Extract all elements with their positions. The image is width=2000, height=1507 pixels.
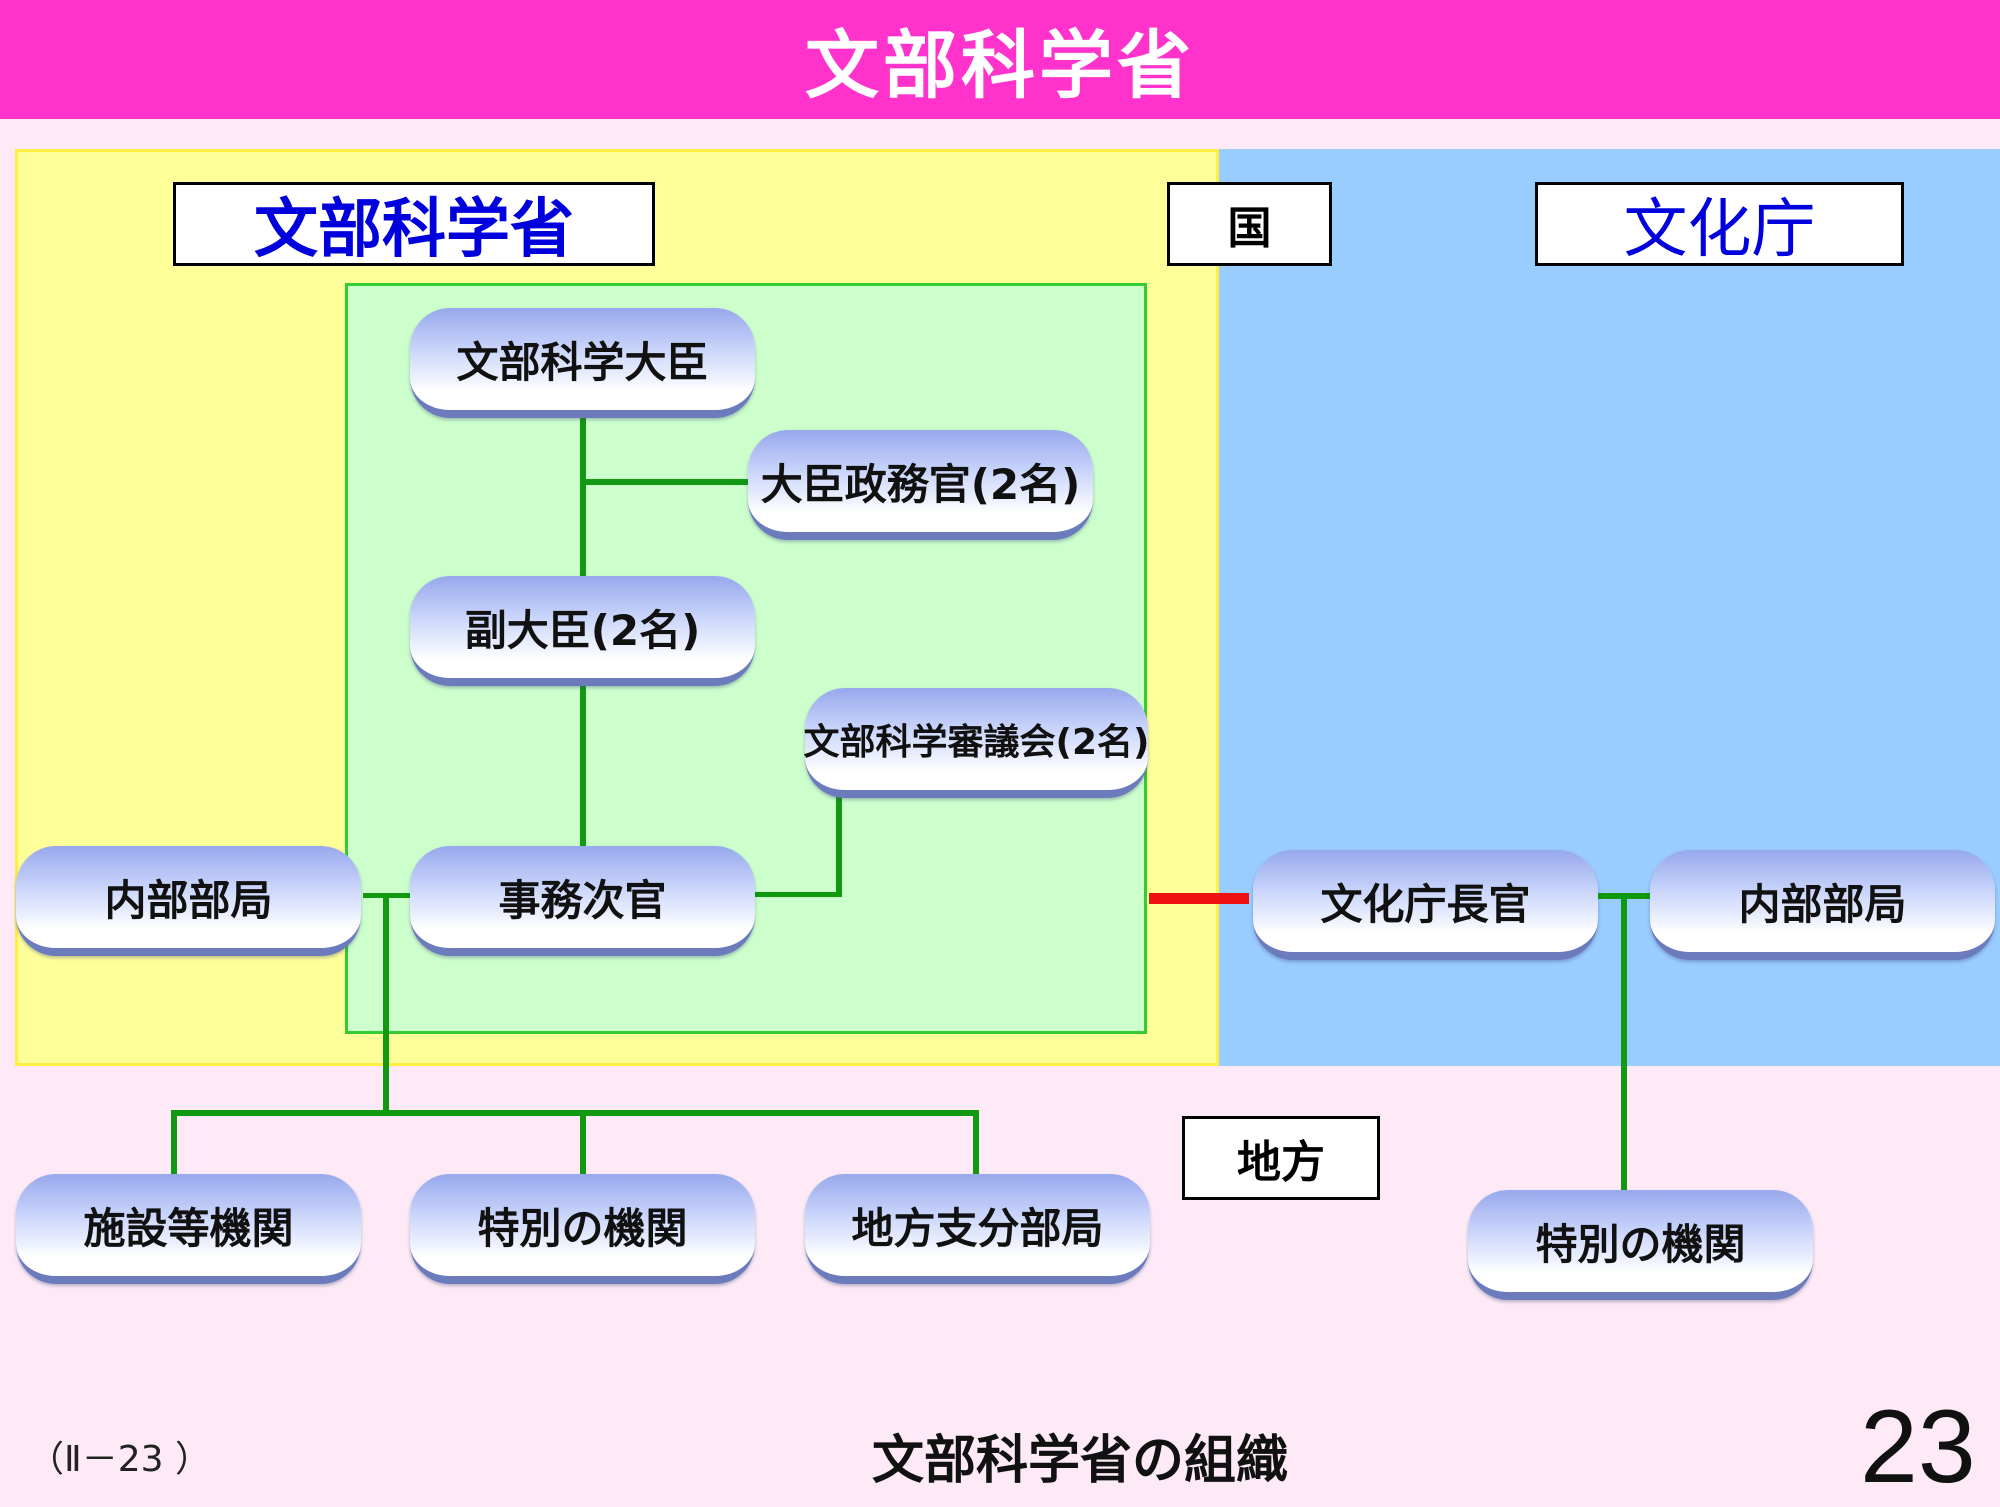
- agency-link: [1149, 893, 1249, 904]
- agency-internal-bureaus-node: 内部部局: [1650, 850, 1995, 960]
- header-bar: 文部科学省: [0, 0, 2000, 119]
- ministry-label: 文部科学省: [173, 182, 655, 267]
- facilities-node: 施設等機関: [16, 1174, 361, 1284]
- connector-council-h: [755, 892, 840, 897]
- special-organs-node: 特別の機関: [410, 1174, 755, 1284]
- connector-bottom-h: [171, 1110, 979, 1116]
- slide-code: （Ⅱ－23 ）: [28, 1439, 211, 1480]
- connector-minister-vice: [580, 410, 586, 576]
- ministry-internal-bureaus-node: 内部部局: [16, 846, 361, 956]
- parliamentary-vice-ministers-node: 大臣政務官(2名): [748, 430, 1093, 540]
- regional-label: 地方: [1182, 1116, 1380, 1200]
- page-number: 23: [1860, 1389, 1976, 1505]
- agency-special-organs-node: 特別の機関: [1468, 1190, 1813, 1300]
- national-label: 国: [1167, 182, 1332, 266]
- agency-label: 文化庁: [1535, 182, 1904, 267]
- minister-node: 文部科学大臣: [410, 308, 755, 418]
- connector-regional: [973, 1110, 979, 1174]
- connector-agency-special: [1621, 893, 1627, 1193]
- vice-minister-node: 事務次官: [410, 846, 755, 956]
- connector-council-v: [836, 793, 842, 897]
- council-node: 文部科学審議会(2名): [804, 688, 1149, 798]
- page-title: 文部科学省: [805, 23, 1195, 109]
- connector-special: [580, 1110, 586, 1174]
- connector-facilities: [171, 1110, 177, 1174]
- regional-branch-bureaus-node: 地方支分部局: [805, 1174, 1150, 1284]
- connector-trunk: [383, 893, 389, 1113]
- connector-vice-jimu: [580, 683, 586, 846]
- slide-caption: 文部科学省の組織: [871, 1431, 1288, 1491]
- agency-commissioner-node: 文化庁長官: [1253, 850, 1598, 960]
- connector-parliamentary: [580, 479, 752, 485]
- senior-vice-ministers-node: 副大臣(2名): [410, 576, 755, 686]
